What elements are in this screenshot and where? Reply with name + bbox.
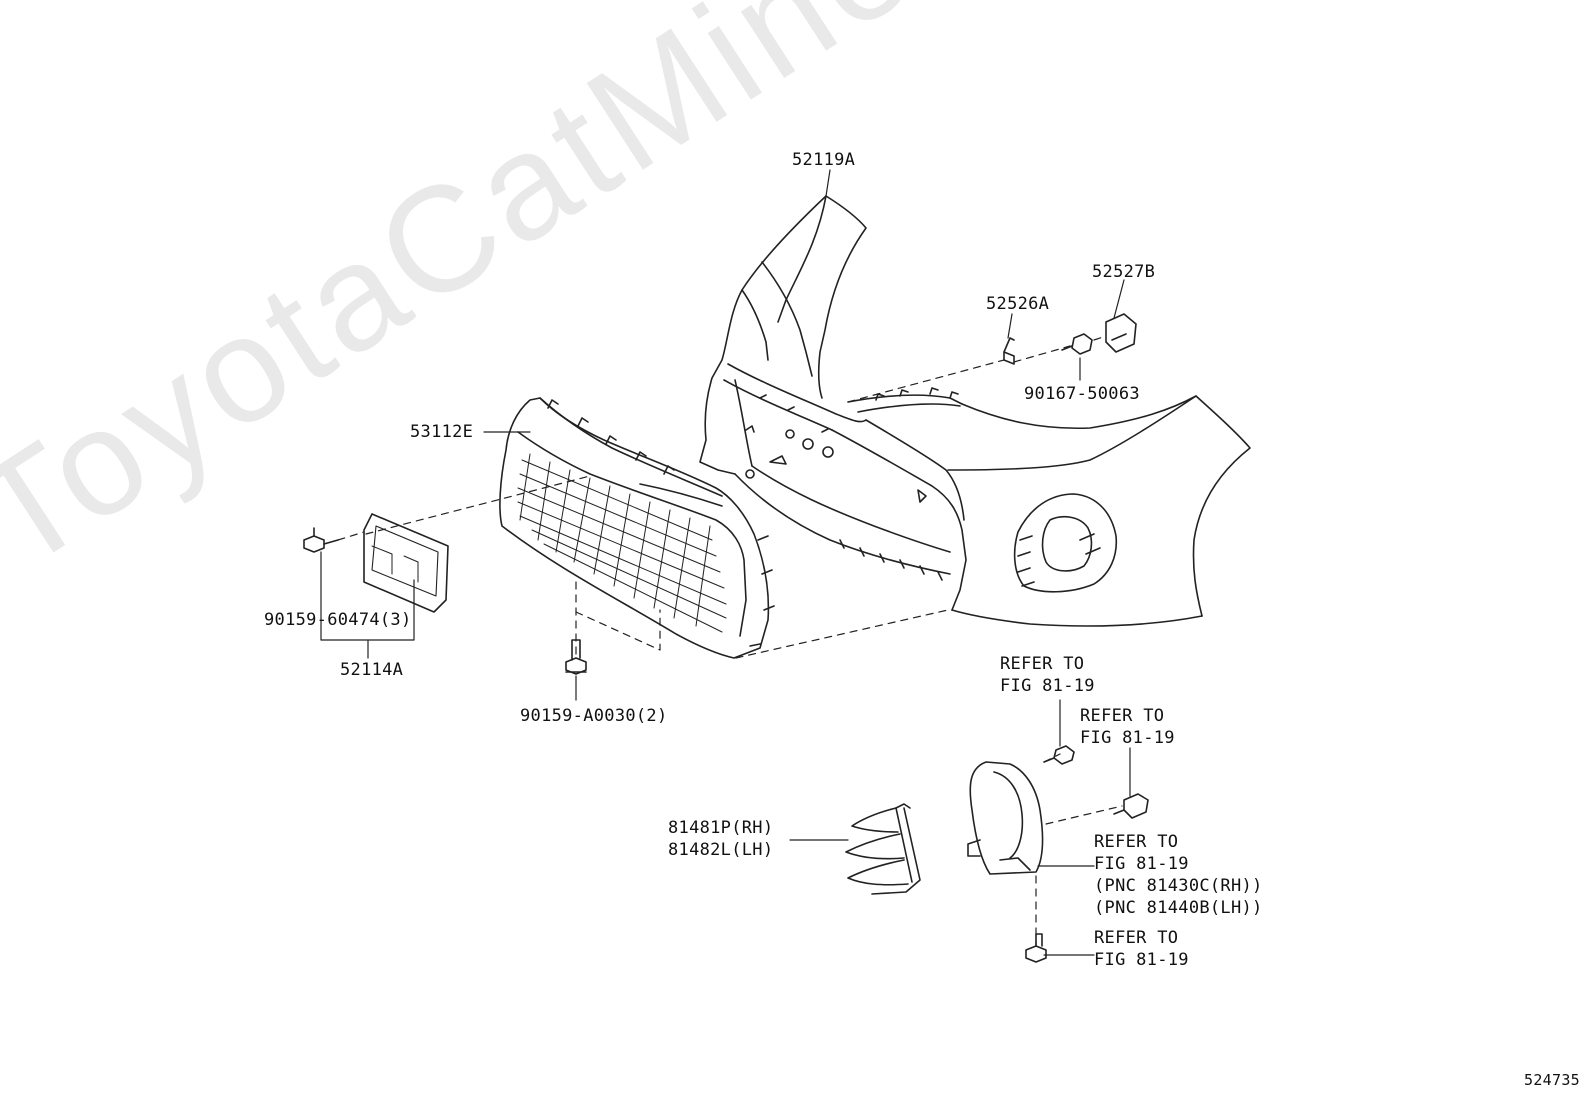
label-53112E: 53112E	[410, 422, 474, 442]
label-90159-A0030: 90159-A0030(2)	[520, 706, 668, 726]
label-refer-to-3: REFER TO	[1094, 832, 1179, 852]
dashed-assembly-lines	[337, 335, 1123, 947]
screw-90159-60474	[303, 527, 339, 553]
screw-90167-50063	[1061, 333, 1093, 355]
screw-bottom	[1025, 933, 1047, 963]
label-52527B: 52527B	[1092, 262, 1156, 282]
figure-number: 524735	[1524, 1071, 1580, 1089]
label-pnc-81440B: (PNC 81440B(LH))	[1094, 898, 1263, 918]
fog-lamp-bracket	[967, 761, 1044, 875]
label-52526A: 52526A	[986, 294, 1050, 314]
label-52119A: 52119A	[792, 150, 856, 170]
label-fig-2: FIG 81-19	[1080, 728, 1175, 748]
label-fig-1: FIG 81-19	[1000, 676, 1095, 696]
label-refer-to-1: REFER TO	[1000, 654, 1085, 674]
label-81482L: 81482L(LH)	[668, 840, 774, 860]
label-90159-60474: 90159-60474(3)	[264, 610, 412, 630]
radiator-grille-53112E	[499, 397, 775, 659]
label-refer-to-2: REFER TO	[1080, 706, 1165, 726]
leader-lines	[320, 169, 1131, 956]
retainer-52527B	[1105, 313, 1137, 353]
label-90167-50063: 90167-50063	[1024, 384, 1140, 404]
clip-right	[1113, 793, 1149, 819]
clip-52526A	[1003, 337, 1015, 365]
bolt-90159-A0030	[565, 639, 587, 675]
fog-lamp-cover-81481P-81482L	[845, 803, 921, 895]
bumper-cover-52119A	[699, 195, 1251, 627]
label-refer-to-4: REFER TO	[1094, 928, 1179, 948]
label-52114A: 52114A	[340, 660, 404, 680]
label-pnc-81430C: (PNC 81430C(RH))	[1094, 876, 1263, 896]
label-81481P: 81481P(RH)	[668, 818, 774, 838]
label-fig-3: FIG 81-19	[1094, 854, 1189, 874]
license-plate-bracket-52114A	[363, 513, 449, 613]
label-fig-4: FIG 81-19	[1094, 950, 1189, 970]
